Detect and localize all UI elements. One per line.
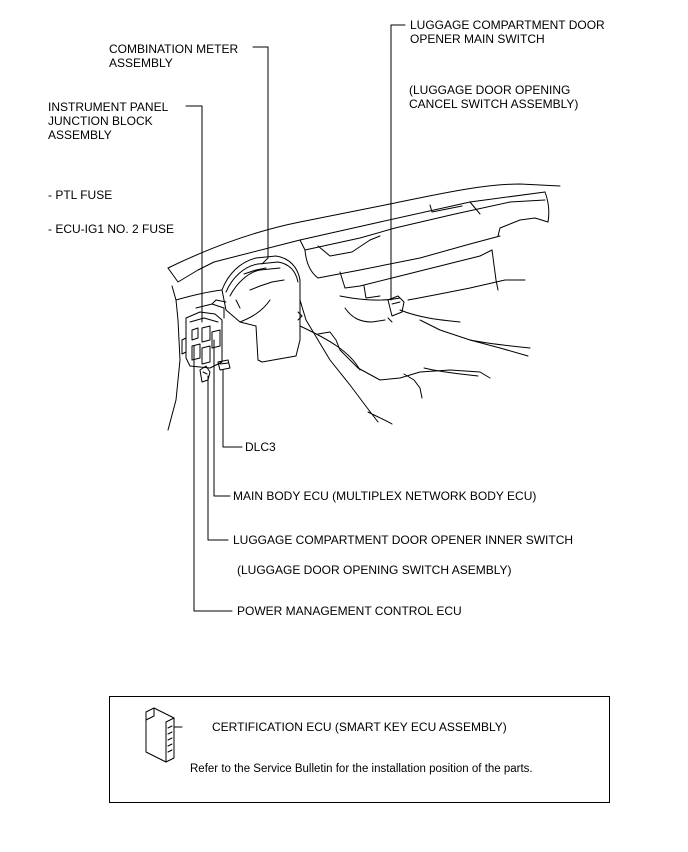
dashboard-outline	[167, 183, 561, 431]
inner-switch-shape	[199, 365, 211, 383]
label-ptl-fuse: - PTL FUSE	[48, 188, 113, 202]
label-main-body-ecu: MAIN BODY ECU (MULTIPLEX NETWORK BODY EC…	[233, 489, 537, 503]
label-combination-meter: COMBINATION METER ASSEMBLY	[109, 42, 239, 70]
combination-meter-shape	[221, 255, 303, 363]
certification-ecu-icon	[145, 707, 183, 763]
dlc3-shape	[217, 359, 231, 371]
label-certification-ecu: CERTIFICATION ECU (SMART KEY ECU ASSEMBL…	[212, 720, 507, 734]
note-text: Refer to the Service Bulletin for the in…	[190, 763, 533, 775]
leader-lines	[185, 24, 406, 612]
main-switch-shape	[387, 295, 405, 317]
label-luggage-opening-switch: (LUGGAGE DOOR OPENING SWITCH ASEMBLY)	[237, 563, 512, 577]
label-ecu-ig1-fuse: - ECU-IG1 NO. 2 FUSE	[48, 222, 175, 236]
label-instrument-panel-jb: INSTRUMENT PANEL JUNCTION BLOCK ASSEMBLY	[48, 100, 169, 142]
junction-block-shape	[181, 299, 227, 369]
note-box	[109, 696, 610, 803]
label-luggage-cancel-switch: (LUGGAGE DOOR OPENING CANCEL SWITCH ASSE…	[409, 83, 579, 111]
label-luggage-main-switch: LUGGAGE COMPARTMENT DOOR OPENER MAIN SWI…	[410, 18, 605, 46]
label-luggage-inner-switch: LUGGAGE COMPARTMENT DOOR OPENER INNER SW…	[233, 533, 574, 547]
label-power-mgmt-ecu: POWER MANAGEMENT CONTROL ECU	[237, 604, 462, 618]
label-dlc3: DLC3	[245, 440, 276, 454]
